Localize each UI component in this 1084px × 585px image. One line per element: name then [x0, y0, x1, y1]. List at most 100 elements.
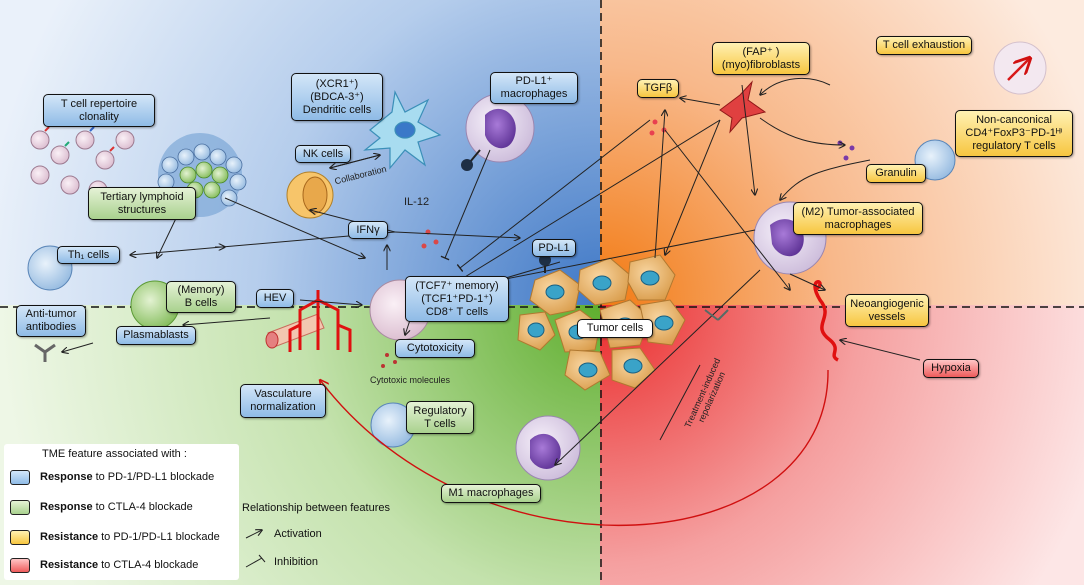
box-line: CD8⁺ T cells	[425, 305, 489, 318]
box-line: (Memory)	[177, 284, 225, 296]
box-line: (TCF1⁺PD-1⁺)	[421, 292, 493, 305]
box-line: (myo)fibroblasts	[721, 58, 801, 71]
activation-arrow-icon	[245, 526, 268, 539]
box-line: regulatory T cells	[972, 140, 1056, 152]
legend-swatch	[10, 499, 30, 515]
box-line: Vasculature	[254, 388, 312, 400]
dendritic-cell-icon	[363, 90, 442, 170]
granulin-box: Granulin	[866, 164, 926, 183]
memory-b-cells-box: (Memory)B cells	[166, 281, 236, 313]
legend-text: to PD-1/PD-L1 blockade	[101, 531, 220, 543]
exhausted-t-cell-icon	[993, 41, 1047, 95]
box-line: (TCF7⁺ memory)	[415, 279, 499, 292]
vasculature-normalization-arc	[320, 369, 829, 527]
relationship-legend: Relationship between features Activation…	[242, 500, 414, 575]
pdl1-macrophage-icon	[461, 93, 535, 171]
red-quadrant	[600, 305, 1084, 585]
box-line: Tertiary lymphoid	[100, 190, 184, 203]
box-line: (BDCA-3⁺)	[310, 90, 364, 103]
legend-bold: Response	[40, 501, 93, 513]
legend-text: to CTLA-4 blockade	[95, 501, 193, 513]
nk-cell-icon	[286, 171, 334, 219]
box-line: antibodies	[25, 321, 77, 333]
legend-bold: Response	[40, 471, 93, 483]
activation-label: Activation	[274, 528, 322, 540]
legend-title: TME feature associated with :	[42, 448, 187, 460]
t-cell-exhaustion-box: T cell exhaustion	[876, 36, 972, 55]
box-line: PD-L1⁺	[515, 75, 553, 87]
tgfb-box: TGFβ	[637, 79, 679, 98]
il12-label: IL-12	[404, 196, 430, 208]
neoangiogenic-vessel-icon	[813, 280, 839, 362]
pdl1-box: PD-L1	[532, 239, 576, 257]
box-line: structures	[117, 203, 167, 216]
box-line: Non-canconical	[976, 114, 1052, 126]
hev-box: HEV	[256, 289, 294, 308]
box-line: B cells	[184, 297, 218, 309]
fibroblasts-box: (FAP⁺ )(myo)fibroblasts	[712, 42, 810, 75]
inhibition-legend: Inhibition	[242, 554, 318, 570]
cytotoxic-granules-icon	[381, 353, 397, 368]
relationship-title: Relationship between features	[242, 502, 390, 514]
tgfb-dots-icon	[649, 119, 667, 136]
box-line: T cell repertoire	[60, 97, 138, 110]
box-line: Neoangiogenic	[850, 297, 924, 310]
antibody-icon	[34, 343, 56, 362]
legend-text: to PD-1/PD-L1 blockade	[95, 471, 215, 483]
dendritic-cells-box: (XCR1⁺)(BDCA-3⁺)Dendritic cells	[291, 73, 383, 121]
legend-text: to CTLA-4 blockade	[101, 559, 199, 571]
legend-swatch	[10, 557, 30, 573]
legend-swatch	[10, 529, 30, 545]
box-line: vessels	[868, 310, 906, 323]
box-line: macrophages	[500, 88, 568, 100]
cytotoxicity-box: Cytotoxicity	[395, 339, 475, 358]
m1-macrophage-icon	[515, 415, 581, 481]
legend-bold: Resistance	[40, 559, 99, 571]
activation-legend: Activation	[242, 526, 322, 542]
box-line: T cells	[424, 417, 456, 430]
relationship-arrows	[62, 77, 921, 465]
pdl1-macrophages-box: PD-L1⁺macrophages	[490, 72, 578, 104]
repolarization-mark	[704, 309, 729, 321]
tertiary-lymphoid-icon	[157, 133, 247, 217]
box-line: (XCR1⁺)	[315, 77, 359, 90]
repolarization-line	[659, 364, 701, 441]
fibroblast-icon	[719, 80, 767, 134]
box-line: normalization	[250, 401, 316, 413]
box-line: clonality	[79, 110, 119, 123]
hypoxia-box: Hypoxia	[923, 359, 979, 378]
box-line: (FAP⁺ )	[742, 45, 780, 58]
hev-vessel-icon	[265, 290, 352, 352]
box-line: CD4⁺FoxP3⁻PD-1ᴴⁱ	[965, 127, 1063, 139]
box-line: Anti-tumor	[25, 308, 77, 320]
nk-cells-box: NK cells	[295, 145, 351, 163]
inhibition-lines	[440, 119, 756, 295]
legend-bold: Resistance	[40, 531, 99, 543]
legend-swatch	[10, 469, 30, 485]
repertoire-cells-icon	[30, 126, 135, 200]
box-line: macrophages	[824, 218, 892, 231]
inhibition-line-icon	[245, 554, 266, 568]
box-line: Regulatory	[413, 404, 467, 417]
box-line: (M2) Tumor-associated	[801, 205, 915, 218]
cytotoxic-molecules-label: Cytotoxic molecules	[370, 375, 451, 385]
cd8-t-cells-box: (TCF7⁺ memory)(TCF1⁺PD-1⁺)CD8⁺ T cells	[405, 276, 509, 322]
ifng-box: IFNγ	[348, 221, 388, 239]
plasmablasts-box: Plasmablasts	[116, 326, 196, 345]
tumor-cells-box: Tumor cells	[577, 319, 653, 338]
inhibition-label: Inhibition	[274, 556, 319, 568]
